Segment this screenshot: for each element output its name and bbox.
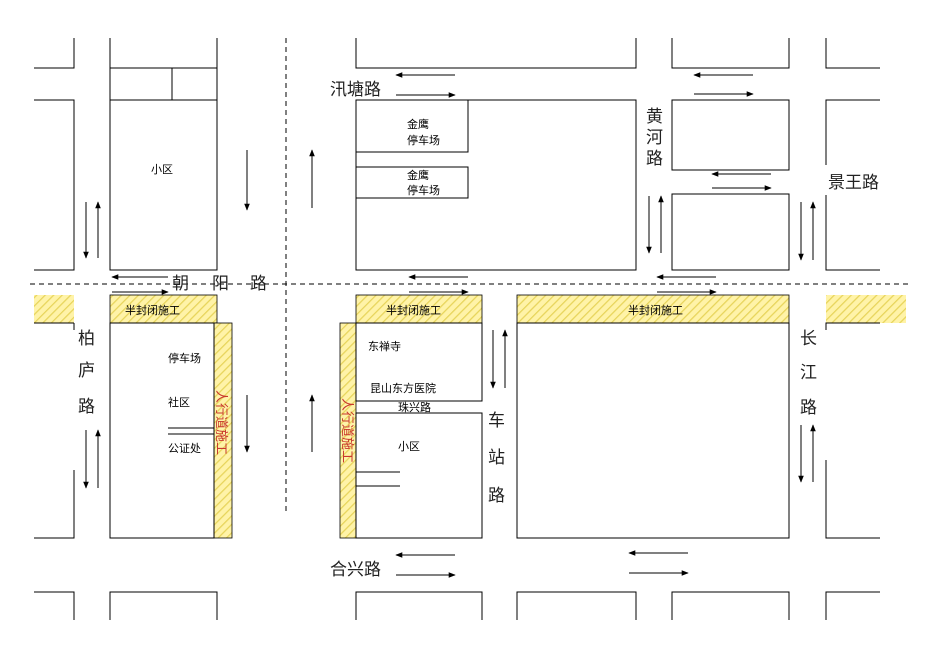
block-community-north (109, 99, 218, 271)
road-chaoyang-2: 阳 (212, 274, 229, 294)
label-jinying-1a: 金鹰 (407, 117, 429, 131)
label-sidewalk-west: 人行道施工 (213, 390, 228, 455)
road-chaoyang-3: 路 (250, 274, 267, 294)
label-half-closed-middle: 半封闭施工 (386, 303, 441, 317)
road-chezhan-3: 路 (488, 486, 505, 506)
road-huanghe-2: 河 (646, 128, 663, 148)
label-jinying-2a: 金鹰 (407, 168, 429, 182)
blocks (34, 38, 880, 620)
road-zhuxing: 珠兴路 (398, 400, 431, 414)
road-bailu-3: 路 (78, 397, 95, 417)
road-chaoyang-1: 朝 (172, 274, 189, 294)
traffic-arrows (83, 72, 816, 578)
construction-baolu-north (109, 294, 218, 324)
label-dongchan: 东禅寺 (368, 339, 401, 353)
construction-east-north (516, 294, 790, 324)
label-parking: 停车场 (168, 351, 201, 365)
road-changjiang-1: 长 (800, 329, 817, 349)
label-jinying-2b: 停车场 (407, 183, 440, 197)
construction-labels: 半封闭施工 半封闭施工 半封闭施工 人行道施工 人行道施工 (125, 303, 683, 463)
road-chezhan-1: 车 (488, 411, 505, 431)
road-bailu-2: 庐 (78, 361, 95, 381)
label-hospital: 昆山东方医院 (370, 381, 436, 395)
road-changjiang-2: 江 (800, 363, 817, 383)
block-huanghe-east-1 (671, 99, 790, 171)
construction-zones (34, 294, 906, 539)
road-bailu-1: 柏 (78, 329, 95, 349)
road-huanghe-3: 路 (646, 149, 663, 169)
road-chezhan-2: 站 (488, 448, 505, 468)
label-community-north: 小区 (151, 163, 173, 176)
label-notary: 公证处 (168, 442, 201, 455)
block-community-south (355, 412, 483, 539)
label-community-south: 小区 (398, 440, 420, 453)
block-east-large (516, 322, 790, 539)
label-sidewalk-east: 人行道施工 (339, 398, 354, 463)
block-community-west (109, 322, 215, 539)
construction-cheZhan-north (355, 294, 483, 324)
road-changjiang-3: 路 (800, 398, 817, 418)
road-hexing: 合兴路 (330, 560, 381, 580)
construction-far-right (826, 295, 906, 323)
label-half-closed-east: 半封闭施工 (628, 303, 683, 317)
label-community-west: 社区 (168, 395, 190, 409)
road-jingwang: 景王路 (828, 173, 879, 193)
construction-far-left (34, 295, 74, 323)
block-huanghe-east-2 (671, 193, 790, 271)
place-labels: 小区 金鹰 停车场 金鹰 停车场 停车场 社区 公证处 东禅寺 昆山东方医院 小… (151, 117, 440, 455)
block-jinying-parking-2 (355, 166, 469, 199)
road-labels: 汛塘路 朝 阳 路 黄 河 路 景王路 柏 庐 路 长 江 路 车 站 路 珠兴… (78, 80, 879, 580)
label-half-closed-west: 半封闭施工 (125, 303, 180, 317)
label-jinying-1b: 停车场 (407, 133, 440, 147)
road-huanghe-1: 黄 (646, 107, 663, 127)
road-xuntang: 汛塘路 (330, 80, 381, 100)
centre-lines (30, 38, 910, 515)
block-dongchan-hospital (355, 322, 483, 402)
